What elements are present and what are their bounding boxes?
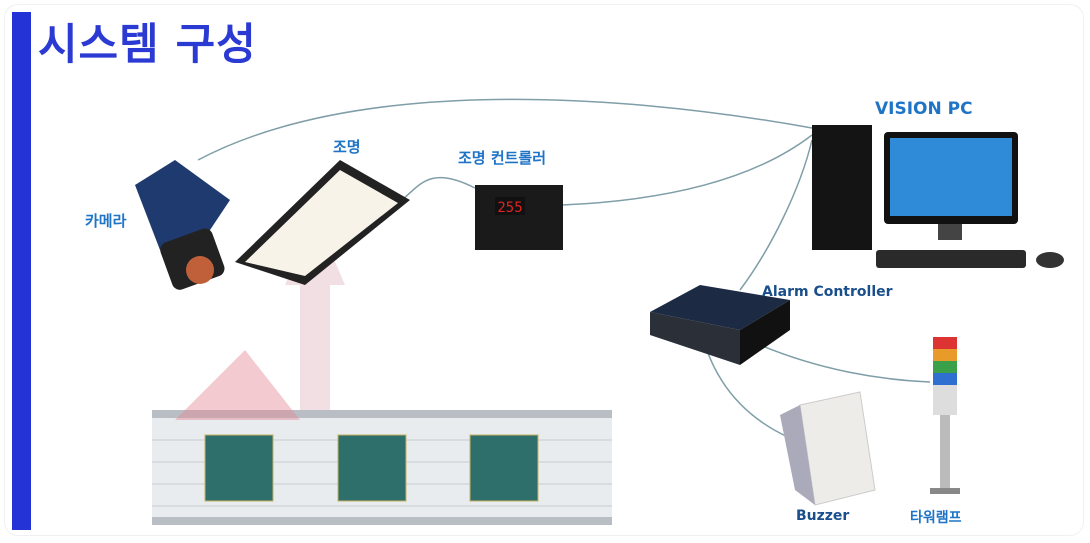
pcb-board [337, 434, 407, 502]
camera-image [135, 160, 230, 290]
slide-frame [4, 4, 1084, 536]
tower-lamp-image [930, 337, 960, 494]
vision-pc-label: VISION PC [875, 99, 973, 119]
pcb-board [469, 434, 539, 502]
conveyor-belt [152, 410, 612, 525]
buzzer-image [780, 391, 876, 506]
light-controller-cable [401, 176, 476, 201]
alarm-controller-label: Alarm Controller [762, 284, 893, 300]
light-controller-image: 255 [475, 185, 563, 250]
vision-pc-image [812, 125, 1064, 268]
camera-pc-cable [197, 98, 813, 161]
alarm-tower-cable [759, 344, 931, 383]
title-accent-bar [12, 12, 31, 530]
page-title: 시스템 구성 [38, 20, 257, 70]
tower-lamp-label: 타워램프 [910, 510, 962, 526]
pcb-board [204, 434, 274, 502]
camera-view-arrow [175, 350, 300, 420]
camera-label: 카메라 [85, 212, 127, 230]
controller-pc-cable [561, 134, 813, 206]
buzzer-label: Buzzer [796, 508, 850, 524]
alarm-buzzer-cable [704, 344, 791, 439]
alarm-controller-image [650, 285, 790, 365]
alarm-pc-cable [739, 139, 813, 291]
controller-display: 255 [497, 200, 522, 216]
ring-light-image [235, 160, 410, 285]
light-controller-label: 조명 컨트롤러 [458, 149, 547, 167]
light-label: 조명 [333, 138, 361, 156]
cables [197, 98, 931, 439]
